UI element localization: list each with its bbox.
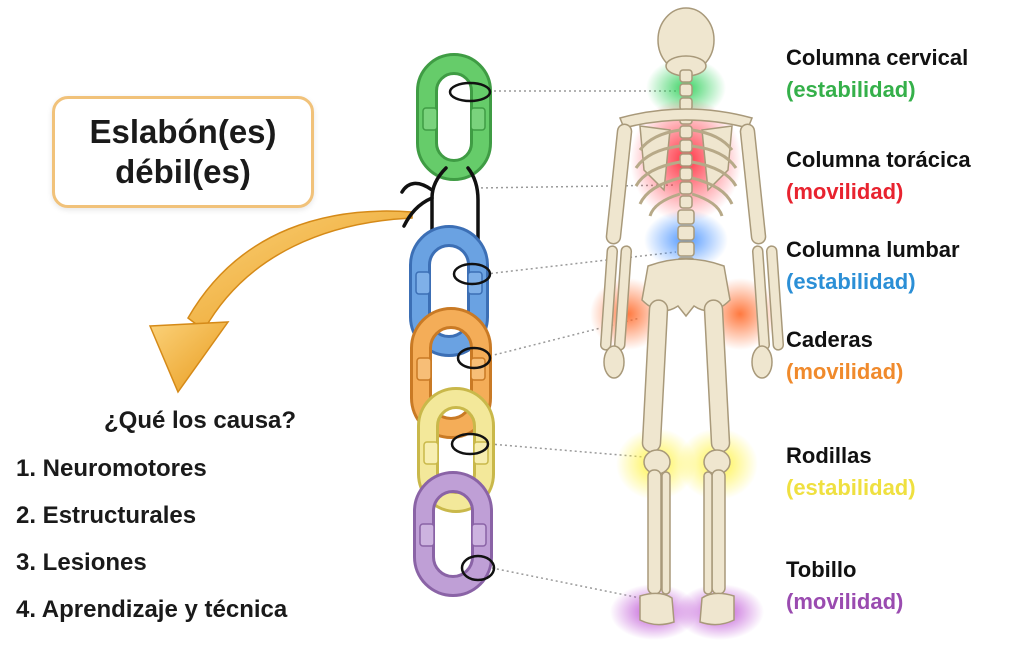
segment-role: (estabilidad) bbox=[786, 269, 916, 294]
skeleton-illustration bbox=[599, 7, 785, 626]
cause-item: 3. Lesiones bbox=[16, 549, 147, 576]
curved-arrow-icon bbox=[148, 210, 413, 394]
segment-label-knees: Rodillas (estabilidad) bbox=[786, 440, 916, 504]
segment-label-lumbar: Columna lumbar (estabilidad) bbox=[786, 234, 960, 298]
chain-marker-rings bbox=[448, 81, 496, 582]
segment-role: (movilidad) bbox=[786, 179, 904, 204]
segment-role: (movilidad) bbox=[786, 589, 904, 614]
segment-role: (movilidad) bbox=[786, 359, 904, 384]
broken-link bbox=[400, 166, 480, 242]
callout-line-1: Eslabón(es) bbox=[89, 113, 277, 150]
spine bbox=[677, 69, 695, 273]
segment-name: Tobillo bbox=[786, 557, 857, 582]
segment-label-thoracic: Columna torácica (movilidad) bbox=[786, 144, 971, 208]
segment-name: Columna torácica bbox=[786, 147, 971, 172]
chain-link-green bbox=[416, 53, 492, 181]
cause-item: 1. Neuromotores bbox=[16, 455, 207, 482]
weak-link-callout: Eslabón(es) débil(es) bbox=[52, 96, 314, 208]
segment-role: (estabilidad) bbox=[786, 475, 916, 500]
segment-label-hips: Caderas (movilidad) bbox=[786, 324, 903, 388]
causes-list: 1. Neuromotores 2. Estructurales 3. Lesi… bbox=[16, 454, 287, 642]
chain-link-purple bbox=[413, 471, 493, 597]
chain-link-blue bbox=[409, 225, 489, 357]
segment-name: Columna cervical bbox=[786, 45, 969, 70]
segment-label-ankle: Tobillo (movilidad) bbox=[786, 554, 903, 618]
causes-question: ¿Qué los causa? bbox=[104, 407, 297, 434]
cause-item: 2. Estructurales bbox=[16, 502, 197, 529]
callout-line-2: débil(es) bbox=[115, 153, 251, 190]
segment-label-cervical: Columna cervical (estabilidad) bbox=[786, 42, 968, 106]
chain-link-orange bbox=[410, 307, 492, 439]
segment-role: (estabilidad) bbox=[786, 77, 916, 102]
cause-item: 4. Aprendizaje y técnica bbox=[16, 596, 288, 623]
chain bbox=[400, 53, 496, 597]
segment-name: Rodillas bbox=[786, 443, 872, 468]
segment-name: Caderas bbox=[786, 327, 873, 352]
segment-name: Columna lumbar bbox=[786, 237, 960, 262]
